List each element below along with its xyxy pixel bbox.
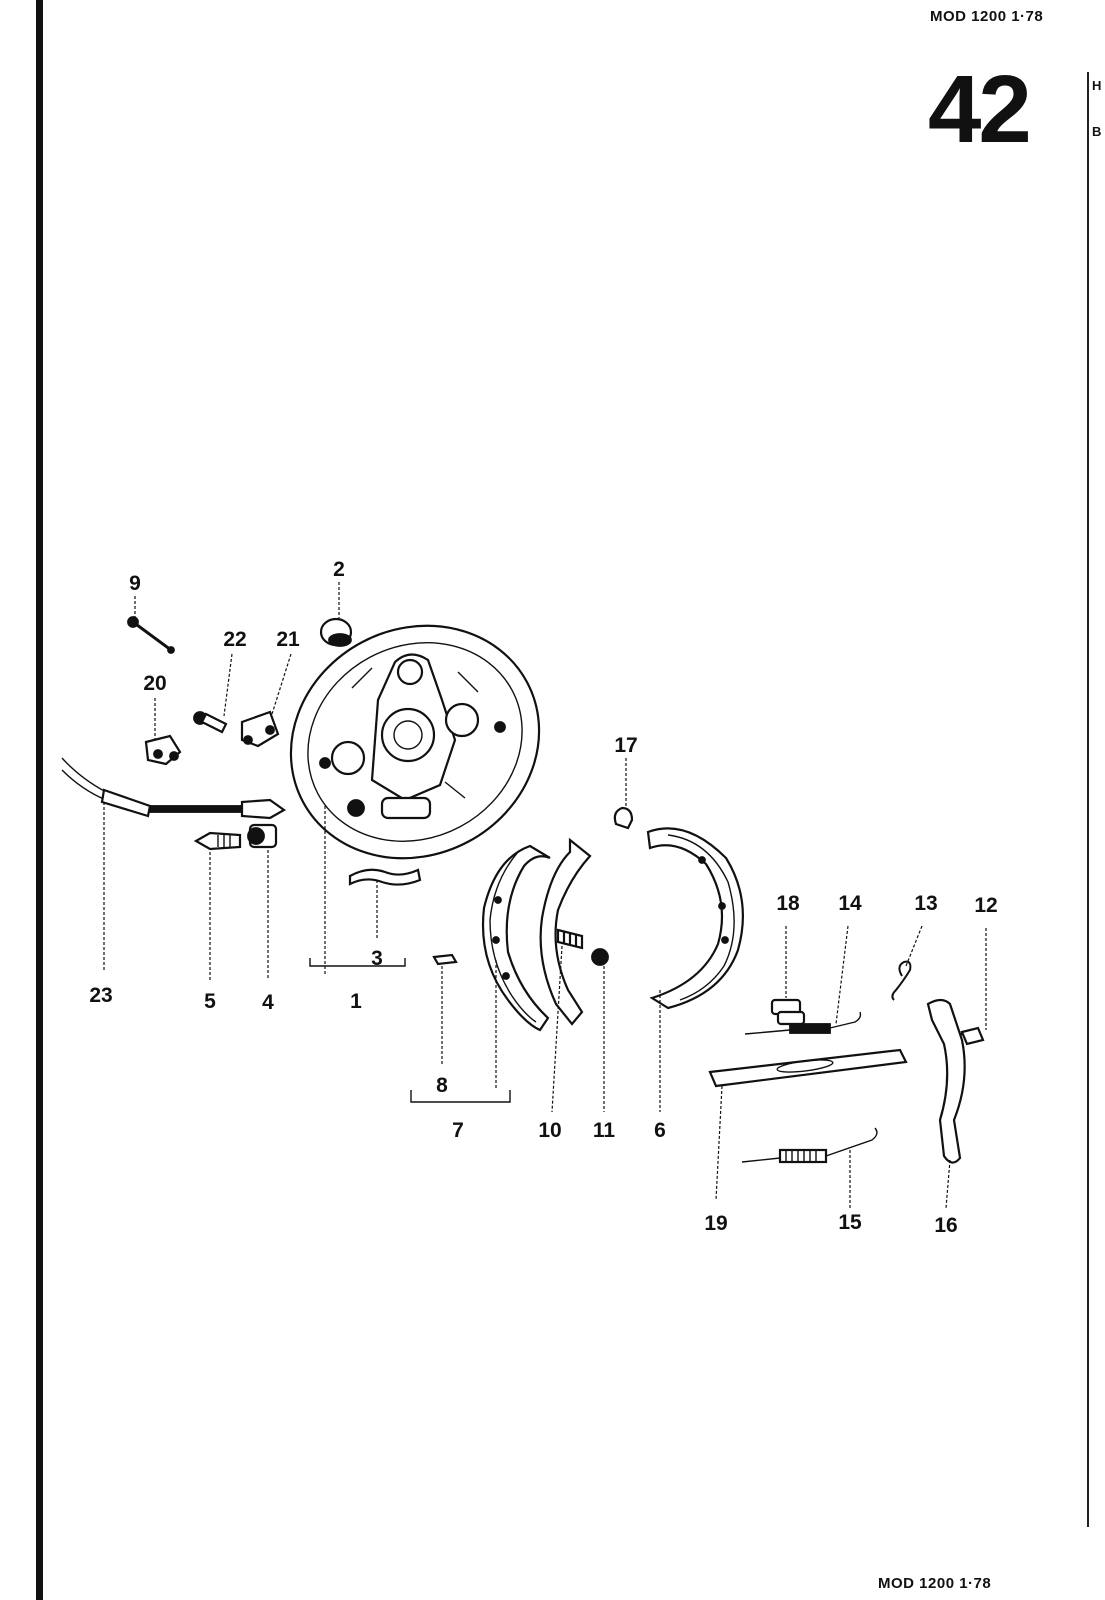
rod-part xyxy=(127,616,175,654)
callout-3: 3 xyxy=(371,947,383,970)
brake-shoe-right-part xyxy=(646,827,744,1010)
group-bracket-1 xyxy=(309,958,406,967)
callout-13: 13 xyxy=(914,892,937,915)
clamp-part xyxy=(144,734,182,766)
brake-hose-part xyxy=(61,757,287,820)
callout-22: 22 xyxy=(223,628,246,651)
edge-mark-mid: B xyxy=(1092,124,1102,139)
callout-19: 19 xyxy=(704,1212,727,1235)
callout-16: 16 xyxy=(934,1214,957,1237)
bleeder-nut-part xyxy=(247,823,278,849)
handbrake-lever-part xyxy=(926,998,966,1164)
group-bracket-7 xyxy=(410,1090,511,1103)
callout-8: 8 xyxy=(436,1074,448,1097)
callout-12: 12 xyxy=(974,894,997,917)
callout-15: 15 xyxy=(838,1211,862,1234)
footer-model-code: MOD 1200 1·78 xyxy=(878,1575,992,1592)
callout-7: 7 xyxy=(452,1119,464,1142)
hold-down-pin-part xyxy=(432,953,458,966)
strut-bar-part xyxy=(708,1048,908,1088)
right-margin-rule xyxy=(1087,72,1089,1527)
spring-cup-part xyxy=(591,948,609,966)
screw-part xyxy=(193,711,228,734)
header-model-code: MOD 1200 1·78 xyxy=(930,8,1044,25)
bracket-part xyxy=(240,710,280,748)
callout-21: 21 xyxy=(276,628,300,651)
clip-part xyxy=(348,868,422,886)
cap-part xyxy=(319,617,353,647)
page-number: 42 xyxy=(928,56,1032,163)
callout-23: 23 xyxy=(89,984,112,1007)
bleeder-screw-part xyxy=(193,831,242,851)
callout-11: 11 xyxy=(593,1119,616,1142)
callout-17: 17 xyxy=(614,734,637,757)
callout-5: 5 xyxy=(204,990,216,1013)
small-clip-part xyxy=(613,806,634,830)
spring-hook-part xyxy=(891,960,912,1001)
callout-2: 2 xyxy=(333,558,345,581)
leader-lines xyxy=(103,582,987,1209)
edge-mark-top: H xyxy=(1092,78,1102,93)
backing-plate-part xyxy=(289,624,541,860)
callout-10: 10 xyxy=(538,1119,561,1142)
binding-edge xyxy=(36,0,43,1600)
callout-14: 14 xyxy=(838,892,862,915)
callout-18: 18 xyxy=(776,892,800,915)
lower-return-spring-part xyxy=(741,1127,878,1164)
brake-shoe-left-part xyxy=(481,844,551,1032)
shoe-web-part xyxy=(539,837,592,1026)
callout-9: 9 xyxy=(129,572,141,595)
callout-6: 6 xyxy=(654,1119,666,1142)
callout-4: 4 xyxy=(262,991,274,1014)
callout-1: 1 xyxy=(350,990,362,1013)
hold-down-spring-part xyxy=(556,928,584,950)
upper-return-spring-part xyxy=(744,1011,862,1035)
plate-part xyxy=(770,998,806,1026)
callout-20: 20 xyxy=(143,672,166,695)
